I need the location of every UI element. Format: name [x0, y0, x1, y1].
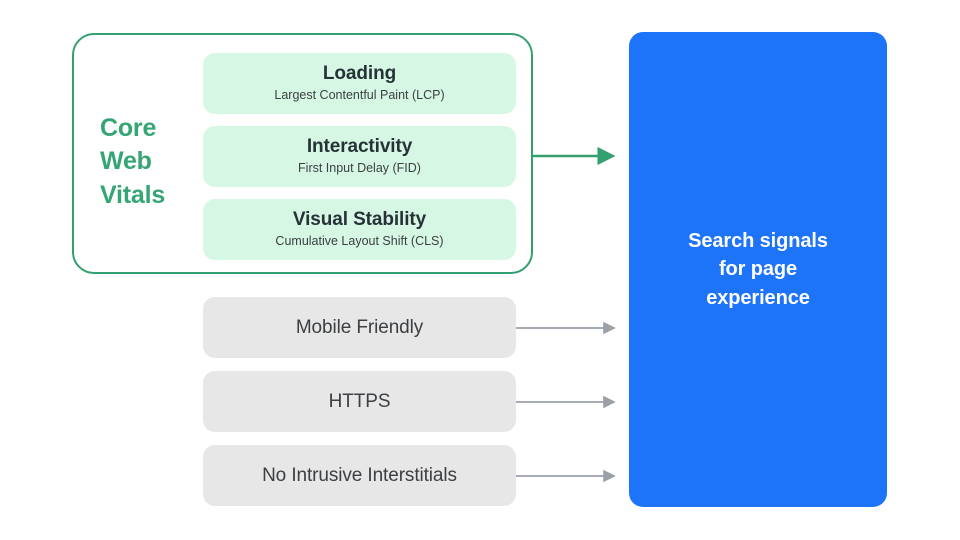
core-web-vitals-label: Core Web Vitals: [100, 114, 166, 209]
metric-card-loading[interactable]: Loading Largest Contentful Paint (LCP): [203, 53, 516, 114]
search-signals-panel-text: Search signals for page experience: [688, 229, 828, 309]
metric-title-visual-stability: Visual Stability: [292, 208, 427, 230]
signal-label-https: HTTPS: [328, 390, 391, 412]
metric-title-interactivity: Interactivity: [306, 135, 413, 157]
signal-card-mobile-friendly[interactable]: Mobile Friendly: [203, 297, 516, 358]
signal-card-no-intrusive-interstitials[interactable]: No Intrusive Interstitials: [203, 445, 516, 506]
metric-card-interactivity[interactable]: Interactivity First Input Delay (FID): [203, 126, 516, 187]
signal-label-mobile-friendly: Mobile Friendly: [295, 316, 424, 338]
metric-title-loading: Loading: [322, 62, 397, 84]
metric-card-visual-stability[interactable]: Visual Stability Cumulative Layout Shift…: [203, 199, 516, 260]
metric-subtitle-loading: Largest Contentful Paint (LCP): [274, 88, 445, 103]
signal-label-no-intrusive-interstitials: No Intrusive Interstitials: [262, 464, 457, 486]
metric-subtitle-visual-stability: Cumulative Layout Shift (CLS): [275, 234, 444, 249]
search-signals-panel: Search signals for page experience: [629, 32, 887, 507]
signal-card-https[interactable]: HTTPS: [203, 371, 516, 432]
core-web-vitals-group: [72, 33, 533, 274]
metric-subtitle-interactivity: First Input Delay (FID): [298, 161, 421, 176]
